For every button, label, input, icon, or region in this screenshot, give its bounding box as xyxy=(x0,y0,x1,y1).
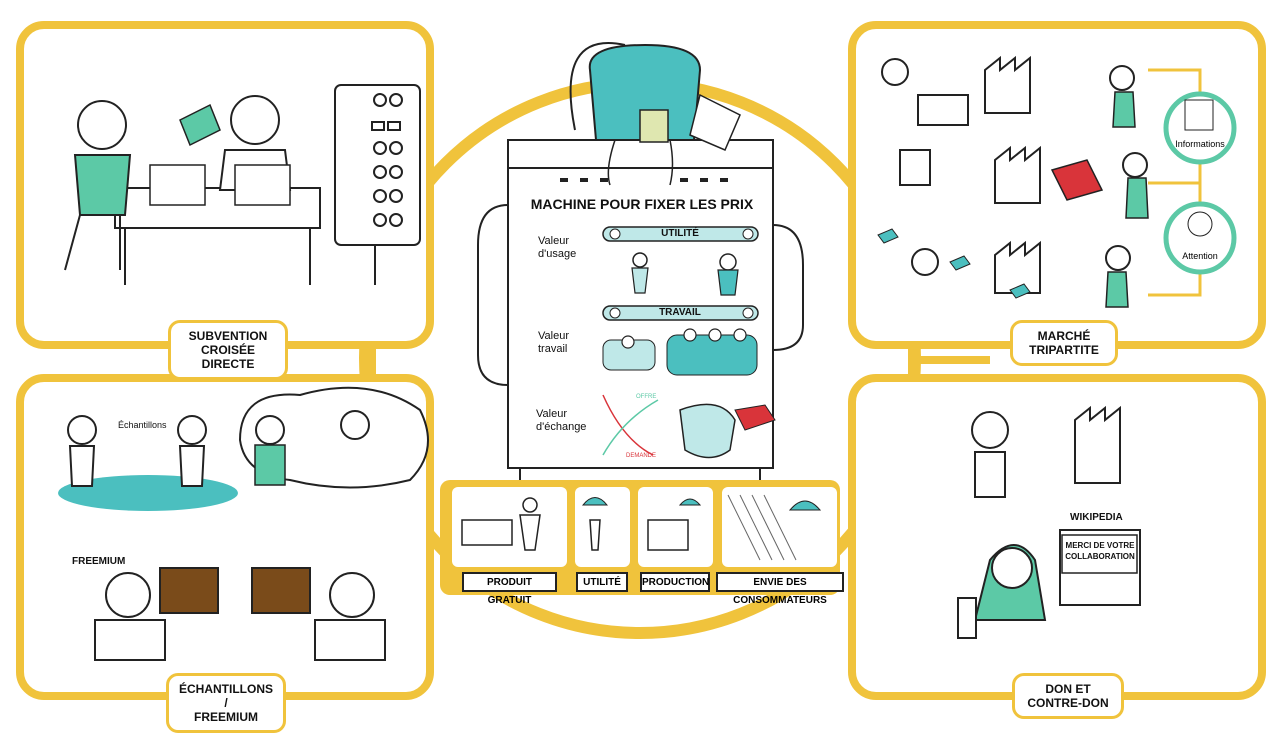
label-subvention: SUBVENTION CROISÉE DIRECTE xyxy=(168,320,288,380)
graph-offre-label: OFFRE xyxy=(636,394,657,400)
don-line2: CONTRE-DON xyxy=(1027,696,1109,710)
label-don: DON ET CONTRE-DON xyxy=(1012,673,1124,719)
row1-line1: Valeur xyxy=(538,235,569,247)
customer-figure xyxy=(77,100,127,150)
machine-row1-label: Valeur d'usage xyxy=(538,235,576,261)
row2-line1: Valeur xyxy=(538,330,569,342)
slider-travail[interactable]: TRAVAIL xyxy=(659,307,701,318)
caption-production: PRODUCTION xyxy=(640,572,710,592)
machine-row3-label: Valeur d'échange xyxy=(536,408,586,434)
monitor-left xyxy=(159,567,219,614)
mini-panel-3 xyxy=(638,487,713,567)
attention-label: Attention xyxy=(1182,251,1218,261)
glasses-rack xyxy=(334,84,421,246)
wikipedia-note: WIKIPEDIA xyxy=(1070,512,1123,523)
echantillons-line1: ÉCHANTILLONS / xyxy=(179,682,273,710)
mini-panel-2 xyxy=(575,487,630,567)
subvention-line1: SUBVENTION xyxy=(188,329,268,343)
screen-line1: MERCI DE VOTRE xyxy=(1065,541,1135,550)
marche-line1: MARCHÉ xyxy=(1037,329,1091,343)
slider-utilite[interactable]: UTILITÉ xyxy=(661,228,699,239)
subvention-line2: CROISÉE DIRECTE xyxy=(200,343,255,371)
row3-line2: d'échange xyxy=(536,421,587,433)
screen-line2: COLLABORATION xyxy=(1065,552,1135,561)
bag-illustration xyxy=(588,43,702,141)
row3-line1: Valeur xyxy=(536,408,567,420)
panel-bottom-right xyxy=(848,374,1266,700)
machine-row2-label: Valeur travail xyxy=(538,330,569,356)
wikipedia-screen xyxy=(1061,534,1138,574)
caption-produit-gratuit: PRODUIT GRATUIT xyxy=(462,572,557,606)
graph-demande-label: DEMANDE xyxy=(626,453,657,459)
echantillons-note: Échantillons xyxy=(118,420,167,430)
freemium-note: FREEMIUM xyxy=(72,556,126,567)
don-line1: DON ET xyxy=(1045,682,1091,696)
machine-top xyxy=(507,139,774,169)
seller-figure xyxy=(230,95,280,145)
wikipedia-screen-text: MERCI DE VOTRE COLLABORATION xyxy=(1064,540,1136,562)
mini-panel-1 xyxy=(452,487,567,567)
machine-title: MACHINE POUR FIXER LES PRIX xyxy=(530,196,754,212)
label-marche: MARCHÉ TRIPARTITE xyxy=(1010,320,1118,366)
row1-line2: d'usage xyxy=(538,248,577,260)
monitor-right xyxy=(251,567,311,614)
row2-line2: travail xyxy=(538,343,568,355)
caption-envie: ENVIE DES CONSOMMATEURS xyxy=(716,572,844,606)
caption-utilite: UTILITÉ xyxy=(576,572,628,592)
informations-label: Informations xyxy=(1175,139,1225,149)
marche-line2: TRIPARTITE xyxy=(1029,343,1099,357)
echantillons-line2: FREEMIUM xyxy=(194,710,258,724)
label-echantillons: ÉCHANTILLONS / FREEMIUM xyxy=(166,673,286,733)
attention-circle xyxy=(1163,201,1237,275)
